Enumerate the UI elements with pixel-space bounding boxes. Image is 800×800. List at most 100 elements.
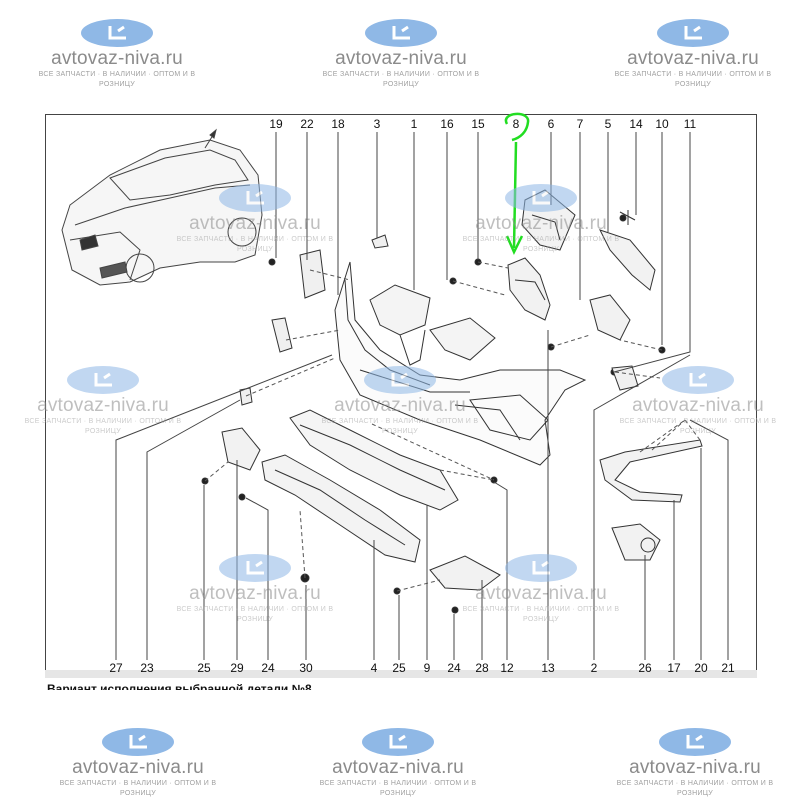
callout-bottom-6[interactable]: 30 <box>299 661 313 675</box>
watermark-site: avtovaz-niva.ru <box>189 213 321 234</box>
lada-logo-icon <box>219 554 291 582</box>
callout-top-13[interactable]: 10 <box>655 117 669 131</box>
callout-bottom-4[interactable]: 29 <box>230 661 244 675</box>
callout-top-10[interactable]: 7 <box>577 117 584 131</box>
bottom-callout-labels: 27 23 25 29 24 30 4 25 9 24 28 12 13 2 2… <box>109 661 735 675</box>
watermark-mid-4: avtovaz-niva.ru ВСЕ ЗАПЧАСТИ · В НАЛИЧИИ… <box>305 365 495 437</box>
watermark-site: avtovaz-niva.ru <box>332 757 464 778</box>
callout-top-2[interactable]: 22 <box>300 117 314 131</box>
callout-bottom-12[interactable]: 12 <box>500 661 514 675</box>
callout-top-9[interactable]: 6 <box>548 117 555 131</box>
watermark-mid-6: avtovaz-niva.ru ВСЕ ЗАПЧАСТИ · В НАЛИЧИИ… <box>160 553 350 625</box>
lada-logo-icon <box>505 554 577 582</box>
callout-top-11[interactable]: 5 <box>605 117 612 131</box>
watermark-site: avtovaz-niva.ru <box>334 395 466 416</box>
fog-lamp-trim <box>599 439 703 503</box>
car-illustration <box>61 128 263 286</box>
lada-logo-icon <box>219 184 291 212</box>
watermark-slogan: ВСЕ ЗАПЧАСТИ · В НАЛИЧИИ · ОПТОМ И В РОЗ… <box>462 236 620 253</box>
callout-top-1[interactable]: 19 <box>269 117 283 131</box>
watermark-mid-3: avtovaz-niva.ru ВСЕ ЗАПЧАСТИ · В НАЛИЧИИ… <box>8 365 198 437</box>
watermark-site: avtovaz-niva.ru <box>189 583 321 604</box>
watermark-site: avtovaz-niva.ru <box>627 48 759 69</box>
lada-logo-icon <box>657 19 729 47</box>
reinforcement-beam <box>289 409 459 511</box>
watermark-site: avtovaz-niva.ru <box>629 757 761 778</box>
lada-logo-icon <box>365 19 437 47</box>
watermark-slogan: ВСЕ ЗАПЧАСТИ · В НАЛИЧИИ · ОПТОМ И В РОЗ… <box>176 606 334 623</box>
frame-footer-bar <box>45 670 757 678</box>
callout-bottom-13[interactable]: 13 <box>541 661 555 675</box>
bracket-part-5 <box>599 210 656 291</box>
watermark-top-right: avtovaz-niva.ru ВСЕ ЗАПЧАСТИ · В НАЛИЧИИ… <box>598 18 788 90</box>
callout-bottom-16[interactable]: 17 <box>667 661 681 675</box>
watermark-bottom-right: avtovaz-niva.ru ВСЕ ЗАПЧАСТИ · В НАЛИЧИИ… <box>600 727 790 799</box>
lada-logo-icon <box>505 184 577 212</box>
watermark-slogan: ВСЕ ЗАПЧАСТИ · В НАЛИЧИИ · ОПТОМ И В РОЗ… <box>462 606 620 623</box>
callout-bottom-9[interactable]: 9 <box>424 661 431 675</box>
fog-grille <box>611 523 661 561</box>
callout-bottom-1[interactable]: 27 <box>109 661 123 675</box>
watermark-site: avtovaz-niva.ru <box>632 395 764 416</box>
impact-absorber <box>261 454 421 563</box>
leader-lines <box>115 132 729 660</box>
watermark-slogan: ВСЕ ЗАПЧАСТИ · В НАЛИЧИИ · ОПТОМ И В РОЗ… <box>319 780 477 797</box>
watermark-mid-5: avtovaz-niva.ru ВСЕ ЗАПЧАСТИ · В НАЛИЧИИ… <box>603 365 793 437</box>
watermark-site: avtovaz-niva.ru <box>475 583 607 604</box>
callout-bottom-18[interactable]: 21 <box>721 661 735 675</box>
callout-top-12[interactable]: 14 <box>629 117 643 131</box>
callout-top-6[interactable]: 16 <box>440 117 454 131</box>
callout-top-4[interactable]: 3 <box>374 117 381 131</box>
lada-logo-icon <box>662 366 734 394</box>
watermark-top-center: avtovaz-niva.ru ВСЕ ЗАПЧАСТИ · В НАЛИЧИИ… <box>306 18 496 90</box>
callout-top-3[interactable]: 18 <box>331 117 345 131</box>
watermark-site: avtovaz-niva.ru <box>475 213 607 234</box>
top-callout-labels: 19 22 18 3 1 16 15 8 6 7 5 14 10 11 <box>269 117 696 131</box>
callout-bottom-17[interactable]: 20 <box>694 661 708 675</box>
watermark-slogan: ВСЕ ЗАПЧАСТИ · В НАЛИЧИИ · ОПТОМ И В РОЗ… <box>619 418 777 435</box>
watermark-slogan: ВСЕ ЗАПЧАСТИ · В НАЛИЧИИ · ОПТОМ И В РОЗ… <box>616 780 774 797</box>
watermark-slogan: ВСЕ ЗАПЧАСТИ · В НАЛИЧИИ · ОПТОМ И В РОЗ… <box>614 71 772 88</box>
callout-bottom-8[interactable]: 25 <box>392 661 406 675</box>
lada-logo-icon <box>81 19 153 47</box>
watermark-bottom-center: avtovaz-niva.ru ВСЕ ЗАПЧАСТИ · В НАЛИЧИИ… <box>303 727 493 799</box>
lower-bracket-left <box>221 427 261 471</box>
callout-bottom-3[interactable]: 25 <box>197 661 211 675</box>
watermark-site: avtovaz-niva.ru <box>37 395 169 416</box>
lada-logo-icon <box>659 728 731 756</box>
watermark-site: avtovaz-niva.ru <box>51 48 183 69</box>
upper-carrier <box>369 284 496 366</box>
callout-bottom-15[interactable]: 26 <box>638 661 652 675</box>
watermark-slogan: ВСЕ ЗАПЧАСТИ · В НАЛИЧИИ · ОПТОМ И В РОЗ… <box>322 71 480 88</box>
watermark-mid-7: avtovaz-niva.ru ВСЕ ЗАПЧАСТИ · В НАЛИЧИИ… <box>446 553 636 625</box>
callout-bottom-10[interactable]: 24 <box>447 661 461 675</box>
bracket-part-7 <box>589 294 631 341</box>
watermark-slogan: ВСЕ ЗАПЧАСТИ · В НАЛИЧИИ · ОПТОМ И В РОЗ… <box>59 780 217 797</box>
lada-logo-icon <box>364 366 436 394</box>
bracket-part-8 <box>507 257 551 321</box>
callout-top-5[interactable]: 1 <box>411 117 418 131</box>
watermark-slogan: ВСЕ ЗАПЧАСТИ · В НАЛИЧИИ · ОПТОМ И В РОЗ… <box>176 236 334 253</box>
watermark-slogan: ВСЕ ЗАПЧАСТИ · В НАЛИЧИИ · ОПТОМ И В РОЗ… <box>24 418 182 435</box>
callout-bottom-7[interactable]: 4 <box>371 661 378 675</box>
lada-logo-icon <box>362 728 434 756</box>
lada-logo-icon <box>102 728 174 756</box>
watermark-bottom-left: avtovaz-niva.ru ВСЕ ЗАПЧАСТИ · В НАЛИЧИИ… <box>43 727 233 799</box>
watermark-mid-2: avtovaz-niva.ru ВСЕ ЗАПЧАСТИ · В НАЛИЧИИ… <box>446 183 636 255</box>
lada-logo-icon <box>67 366 139 394</box>
callout-bottom-14[interactable]: 2 <box>591 661 598 675</box>
callout-top-7[interactable]: 15 <box>471 117 485 131</box>
watermark-mid-1: avtovaz-niva.ru ВСЕ ЗАПЧАСТИ · В НАЛИЧИИ… <box>160 183 350 255</box>
callout-bottom-11[interactable]: 28 <box>475 661 489 675</box>
watermark-top-left: avtovaz-niva.ru ВСЕ ЗАПЧАСТИ · В НАЛИЧИИ… <box>22 18 212 90</box>
watermark-slogan: ВСЕ ЗАПЧАСТИ · В НАЛИЧИИ · ОПТОМ И В РОЗ… <box>321 418 479 435</box>
callout-top-8[interactable]: 8 <box>513 117 520 131</box>
watermark-slogan: ВСЕ ЗАПЧАСТИ · В НАЛИЧИИ · ОПТОМ И В РОЗ… <box>38 71 196 88</box>
callout-bottom-5[interactable]: 24 <box>261 661 275 675</box>
callout-top-14[interactable]: 11 <box>684 117 697 131</box>
variant-caption: Вариант исполнения выбранной детали №8 <box>47 682 312 690</box>
watermark-site: avtovaz-niva.ru <box>72 757 204 778</box>
watermark-site: avtovaz-niva.ru <box>335 48 467 69</box>
callout-bottom-2[interactable]: 23 <box>140 661 154 675</box>
